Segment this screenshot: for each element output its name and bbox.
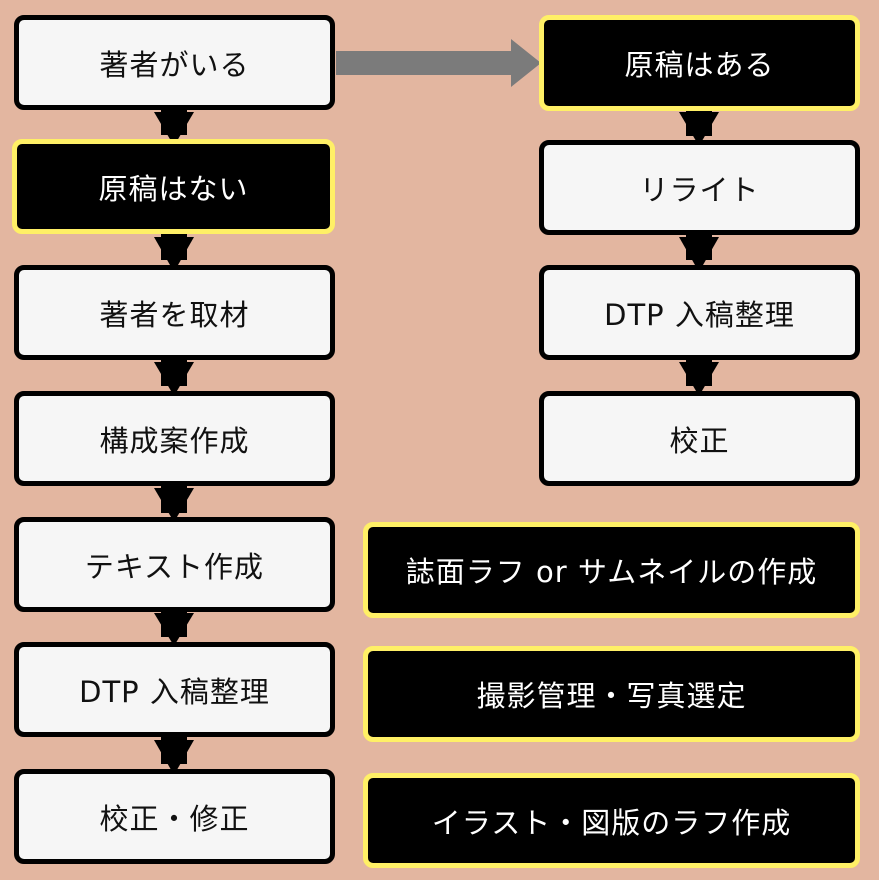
node-proofread: 校正 xyxy=(539,391,860,486)
branch-arrow-shaft xyxy=(336,51,512,75)
node-label: 原稿はある xyxy=(624,48,775,82)
node-no-manuscript: 原稿はない xyxy=(12,139,335,234)
node-plan-structure: 構成案作成 xyxy=(14,391,335,486)
node-interview-author: 著者を取材 xyxy=(14,265,335,360)
node-dtp-arrangement-right: DTP 入稿整理 xyxy=(539,265,860,360)
node-label: 原稿はない xyxy=(98,171,249,206)
node-label: 校正・修正 xyxy=(99,801,250,836)
left-connector-2-head xyxy=(154,237,194,272)
task-illustration-rough: イラスト・図版のラフ作成 xyxy=(363,773,860,868)
node-label: リライト xyxy=(639,172,760,207)
node-proof-fix: 校正・修正 xyxy=(14,769,335,864)
branch-arrow xyxy=(336,39,541,87)
node-label: 構成案作成 xyxy=(99,423,250,458)
left-connector-6-head xyxy=(154,740,194,775)
branch-arrow-head xyxy=(511,39,541,87)
right-connector-1-head xyxy=(679,112,719,146)
node-rewrite: リライト xyxy=(539,140,860,235)
node-label: 校正 xyxy=(669,423,730,458)
node-label: 著者を取材 xyxy=(99,297,250,332)
node-label: 撮影管理・写真選定 xyxy=(476,679,747,713)
left-connector-1-head xyxy=(154,112,194,146)
node-label: 誌面ラフ or サムネイルの作成 xyxy=(405,555,818,589)
node-manuscript-exists: 原稿はある xyxy=(539,15,860,111)
node-write-text: テキスト作成 xyxy=(14,517,335,612)
right-connectors xyxy=(679,106,719,396)
node-label: イラスト・図版のラフ作成 xyxy=(431,805,792,840)
node-label: DTP 入稿整理 xyxy=(79,674,270,709)
task-photo-management: 撮影管理・写真選定 xyxy=(363,646,860,742)
left-connector-3-head xyxy=(154,362,194,396)
task-layout-rough: 誌面ラフ or サムネイルの作成 xyxy=(363,522,860,618)
left-connector-5-head xyxy=(154,613,194,646)
node-label: 著者がいる xyxy=(99,47,250,82)
right-connector-3-head xyxy=(679,362,719,396)
right-connector-2-head xyxy=(679,237,719,272)
node-label: テキスト作成 xyxy=(84,549,265,584)
node-author-exists: 著者がいる xyxy=(14,15,335,110)
left-connectors xyxy=(154,105,194,775)
node-label: DTP 入稿整理 xyxy=(604,297,795,332)
left-connector-4-head xyxy=(154,488,194,522)
node-dtp-arrangement-left: DTP 入稿整理 xyxy=(14,642,335,737)
